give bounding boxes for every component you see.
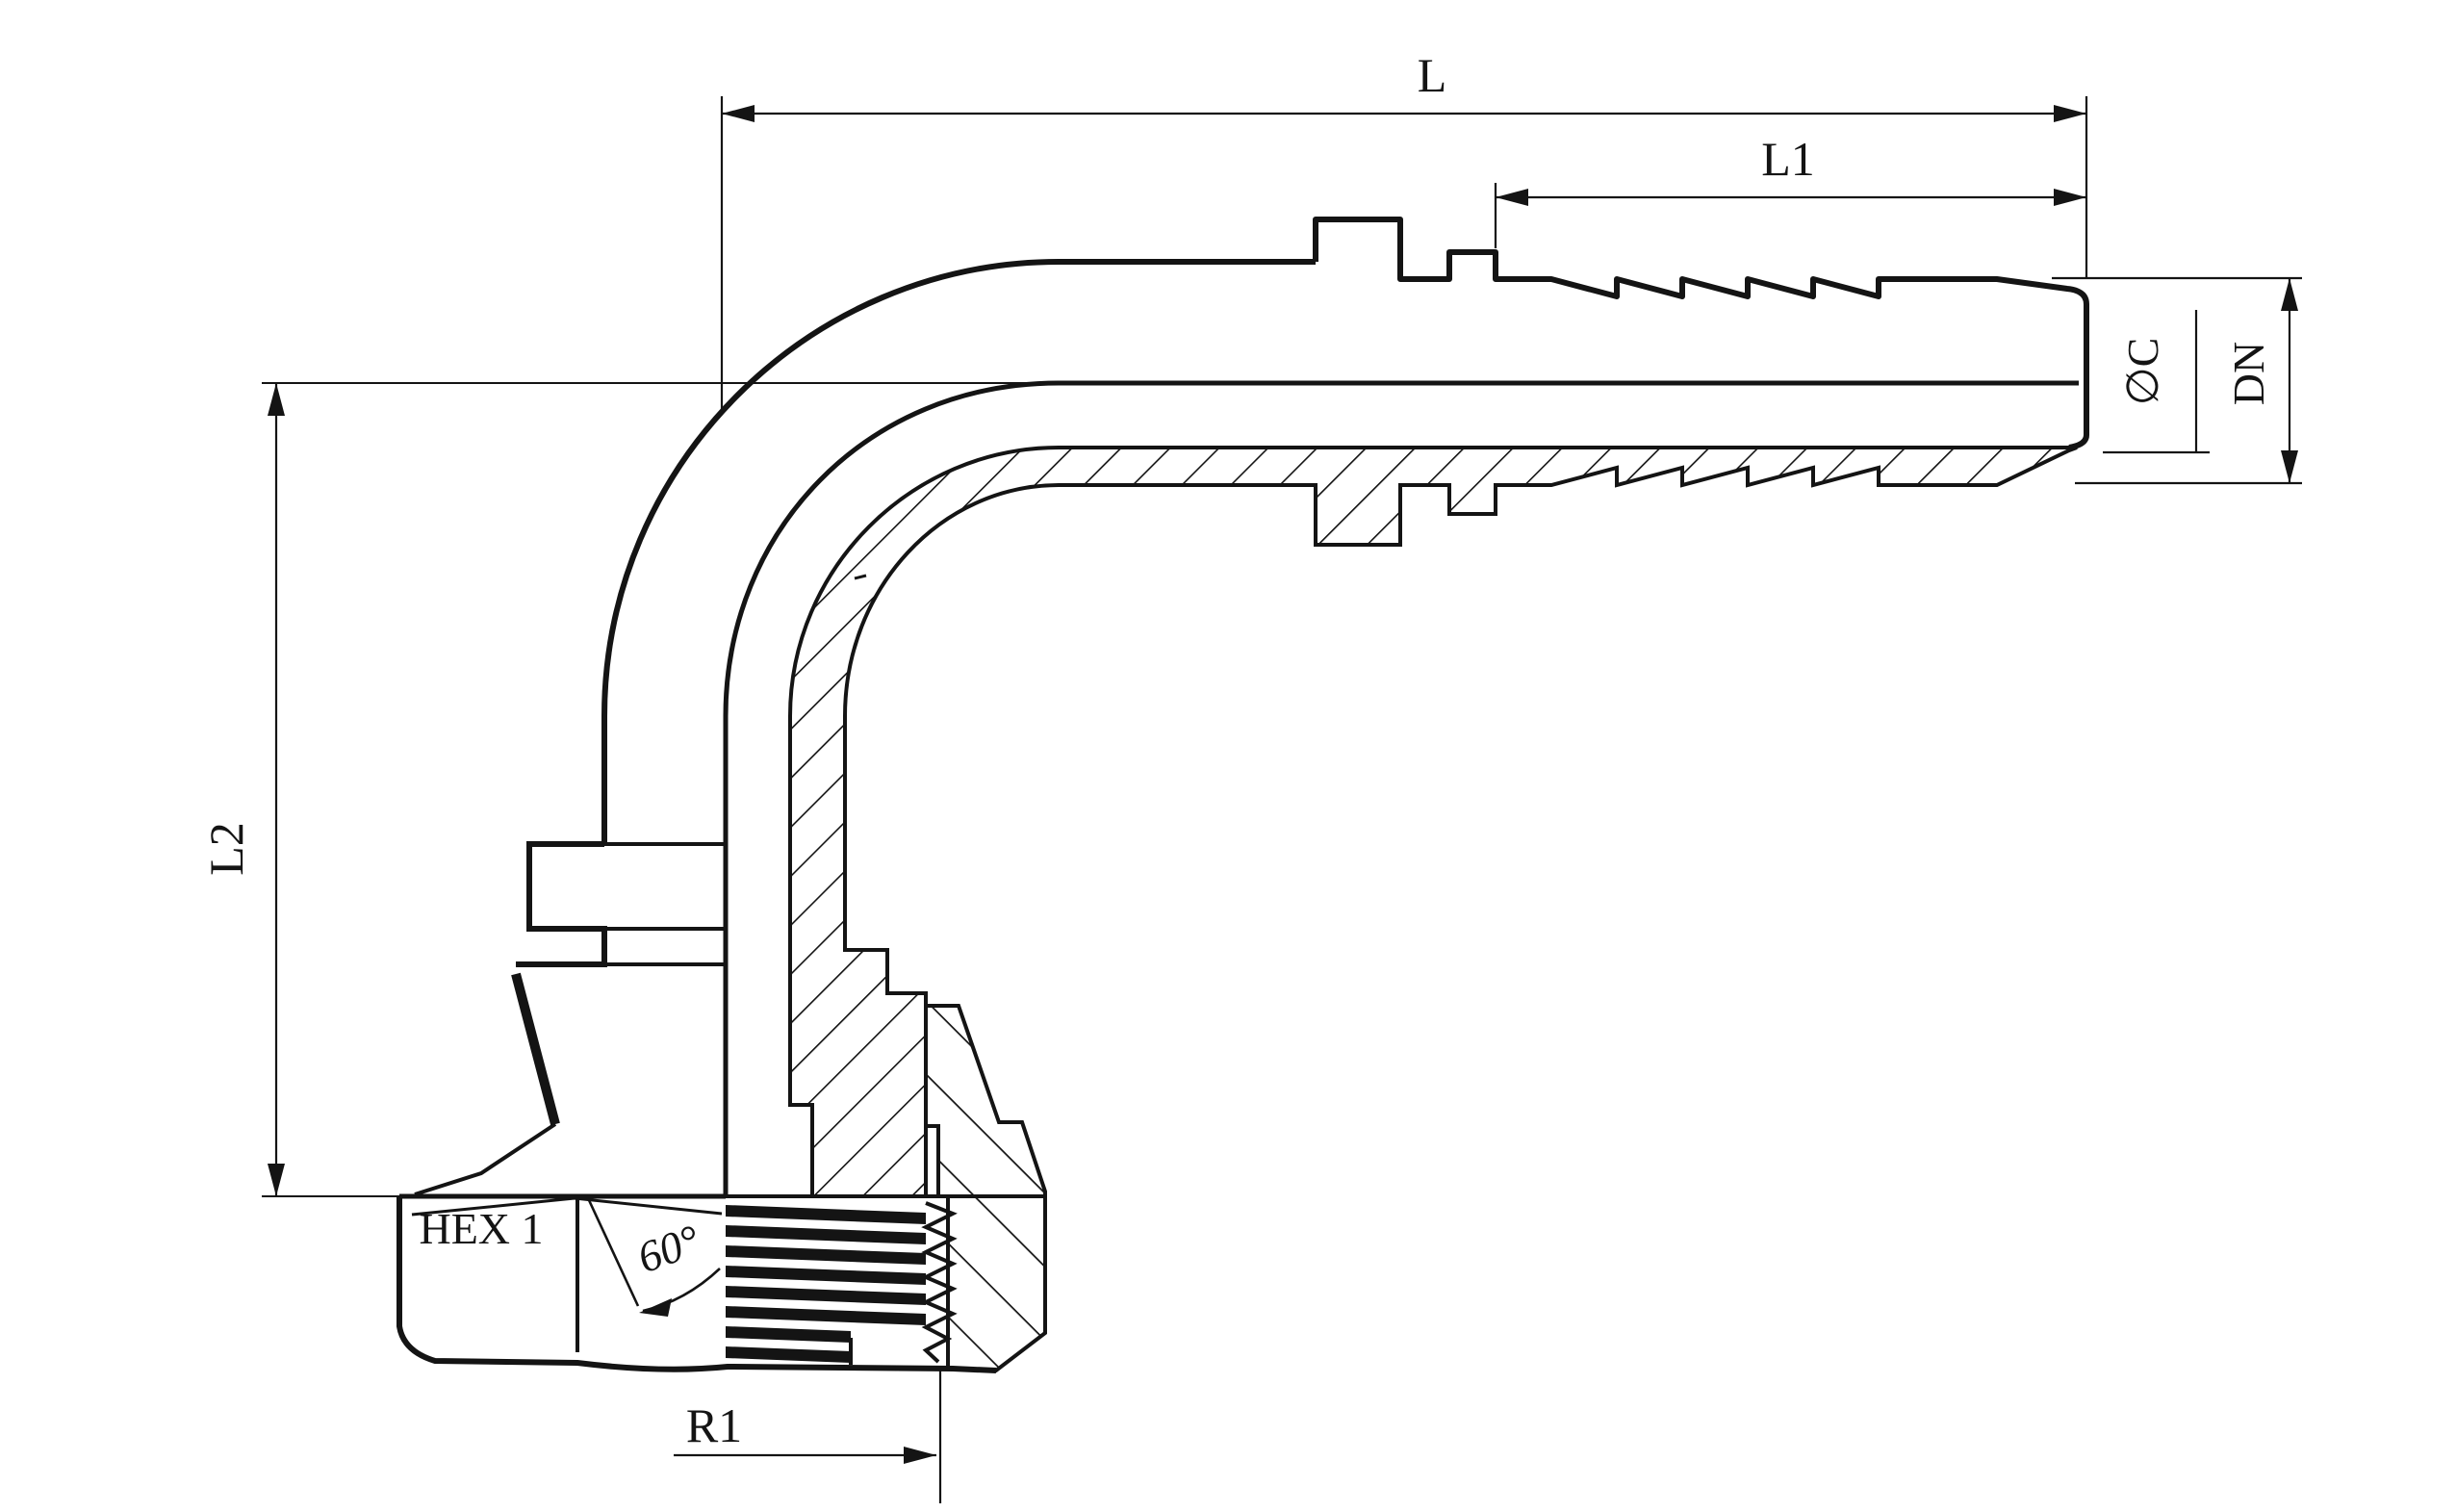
arrow-icon <box>722 105 755 122</box>
dimension-l2: L2 <box>199 382 1059 1197</box>
thread-crest-zigzag <box>921 1201 958 1364</box>
dimension-dn: DN <box>2052 276 2302 485</box>
dim-label-l1: L1 <box>1761 132 1815 186</box>
dimension-bore: ∅C <box>2103 310 2210 454</box>
arrow-icon <box>268 1164 285 1196</box>
arrow-icon <box>904 1447 936 1464</box>
arrow-icon <box>2054 189 2086 206</box>
body-section-hatch <box>788 446 2078 1198</box>
nut-cone-edge <box>511 972 560 1126</box>
hex-nut <box>397 1193 1045 1373</box>
stray-mark <box>854 574 867 580</box>
arrow-icon <box>2281 450 2298 483</box>
dimension-l1: L1 <box>1494 132 2086 248</box>
dim-label-r1: R1 <box>686 1398 742 1452</box>
thread-section <box>726 1201 958 1365</box>
swivel-nut-external <box>414 841 726 1196</box>
dn-extension-lines <box>2052 276 2302 485</box>
dimension-l: L <box>720 48 2088 414</box>
dim-label-angle: 60° <box>631 1215 706 1282</box>
barb-profile <box>1313 217 2089 450</box>
dim-label-dn: DN <box>2224 342 2273 405</box>
dim-label-bore: ∅C <box>2118 338 2167 406</box>
hex-label: HEX 1 <box>419 1204 543 1253</box>
hex-top-chamfer <box>411 1196 723 1217</box>
angle-flank-line <box>587 1199 640 1307</box>
hose-tail-profile <box>601 217 2089 844</box>
dimension-r1: R1 <box>674 1371 942 1503</box>
l-extension-lines <box>720 96 2088 414</box>
arrow-icon <box>639 1298 672 1317</box>
hex-outline-bottom <box>397 1196 997 1373</box>
seat-counterbore <box>790 1103 814 1196</box>
dim-label-l2: L2 <box>199 822 253 876</box>
arrow-icon <box>2054 105 2086 122</box>
section-boundary-line <box>723 380 2079 1196</box>
arrow-icon <box>2281 278 2298 311</box>
arrow-icon <box>268 383 285 416</box>
arrow-icon <box>1496 189 1528 206</box>
dim-label-l: L <box>1418 48 1447 102</box>
nut-section-hatch <box>924 1004 1047 1373</box>
seat-angle-annotation: 60° <box>587 1199 721 1317</box>
